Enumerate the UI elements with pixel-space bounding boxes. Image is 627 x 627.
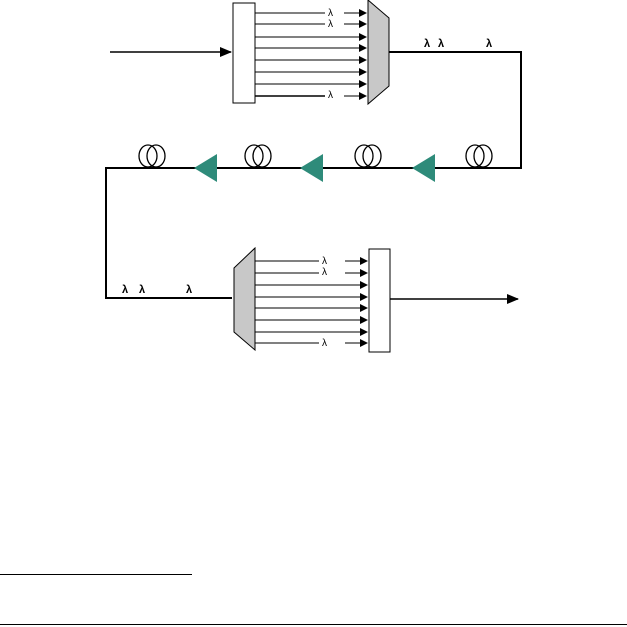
demultiplexer [233,246,256,352]
demux-label-n: λ [322,338,327,349]
bus-top-label-n: λ [486,38,492,50]
multiplexer [367,0,390,106]
receiver-array-box [368,248,391,353]
mux-label-n: λ [328,90,333,101]
fiber-spools [138,144,493,168]
page-bottom-rule [0,624,627,625]
mux-channel-arrows [255,9,367,100]
bus-top-label-2: λ [438,38,444,50]
mux-label-1: λ [328,8,333,19]
optical-amplifier-icon [412,154,435,182]
bus-bottom-label-2: λ [139,284,145,296]
footnote-separator [0,574,192,575]
fiber-spool-icon [244,144,272,168]
fiber-spool-icon [138,144,166,168]
optical-amplifier-icon [300,154,323,182]
fiber-spool-icon [354,144,382,168]
bus-bottom-label-1: λ [122,284,128,296]
optical-amplifiers [194,154,435,182]
demux-label-1: λ [322,256,327,267]
fiber-spool-icon [465,144,493,168]
mux-label-2: λ [328,19,333,30]
demux-channel-arrows [255,257,368,347]
demux-label-2: λ [322,267,327,278]
bus-bottom-label-n: λ [186,284,192,296]
bus-top-label-1: λ [424,38,430,50]
transmitter-array-box [232,2,256,104]
optical-amplifier-icon [194,154,217,182]
